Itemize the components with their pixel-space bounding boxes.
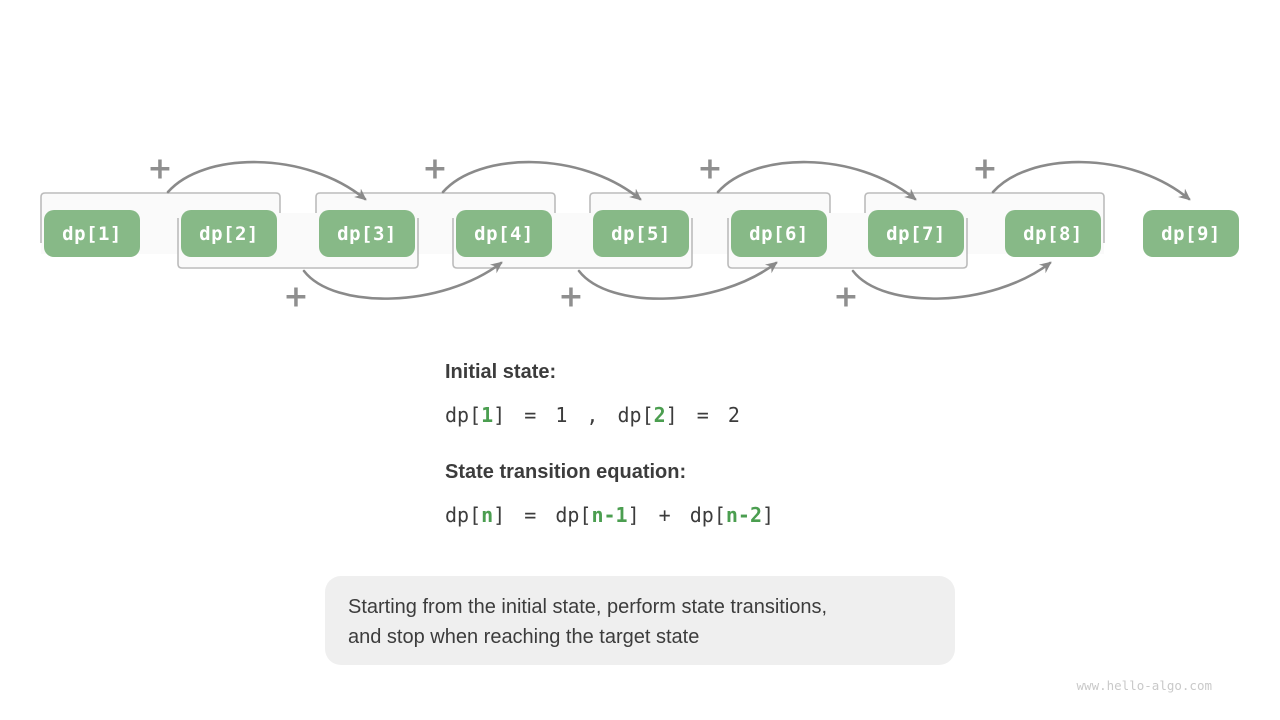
plus-icon: + [283,280,308,315]
dp-box-3: dp[3] [319,210,415,257]
plus-icon: + [558,280,583,315]
plus-icon: + [422,152,447,187]
dp-box-rect [1143,210,1239,257]
transition-arrow-to-dp5 [441,160,642,201]
note-line-2: and stop when reaching the target state [348,625,700,648]
transition-arrow-to-dp3 [166,160,367,201]
bracket-outline [177,218,419,269]
initial-state-heading: Initial state: [445,361,557,383]
state-transition-equation: dp[n] = dp[n-1] + dp[n-2] [445,502,774,528]
dp-box-label: dp[5] [611,223,671,245]
eq-green-text: n [481,503,494,527]
dp-box-rect [319,210,415,257]
eq-text: dp[ [445,403,482,427]
dp-box-1: dp[1] [44,210,140,257]
dp-box-rect [456,210,552,257]
dp-box-label: dp[2] [199,223,259,245]
dp-box-2: dp[2] [181,210,277,257]
eq-text: dp[ [445,503,482,527]
dp-box-label: dp[3] [337,223,397,245]
dp-box-7: dp[7] [868,210,964,257]
transition-arrow-to-dp9 [991,160,1191,201]
plus-icon: + [697,152,722,187]
dp-box-rect [44,210,140,257]
dp-box-rect [1005,210,1101,257]
bracket-outline [864,192,1105,243]
bracket-outline [727,218,968,269]
dp-box-label: dp[4] [474,223,534,245]
dp-box-rect [593,210,689,257]
eq-green-text: 2 [653,403,666,427]
dp-box-rect [181,210,277,257]
dp-box-8: dp[8] [1005,210,1101,257]
eq-green-text: 1 [481,403,494,427]
dp-box-6: dp[6] [731,210,827,257]
bracket-outline [315,192,556,243]
plus-icon: + [833,280,858,315]
plus-icon: + [147,152,172,187]
dp-box-4: dp[4] [456,210,552,257]
dp-transition-diagram: + + + + + + + dp[1] dp[2] dp[3] dp[4] dp… [40,152,1239,315]
bracket-outline [452,218,693,269]
state-transition-heading: State transition equation: [445,461,687,483]
eq-green-text: n-2 [725,503,763,527]
eq-text: ] = 2 [665,403,740,427]
dp-box-rect [731,210,827,257]
dp-box-9: dp[9] [1143,210,1239,257]
note-line-1: Starting from the initial state, perform… [348,596,828,618]
transition-arrow-to-dp6 [577,261,778,300]
dp-box-rect [868,210,964,257]
initial-state-equation: dp[1] = 1 , dp[2] = 2 [445,402,740,428]
dp-box-label: dp[9] [1161,223,1221,245]
eq-text: ] = 1 , dp[ [493,403,654,427]
dp-box-label: dp[7] [886,223,946,245]
note-box: Starting from the initial state, perform… [325,576,955,665]
eq-text: ] = dp[ [493,503,592,527]
bracket-outline [40,192,281,243]
dp-box-label: dp[6] [749,223,809,245]
dp-box-label: dp[1] [62,223,122,245]
eq-green-text: n-1 [591,503,628,527]
transition-arrow-to-dp7 [716,160,917,201]
plus-icon: + [972,152,997,187]
bracket-outline [589,192,831,243]
dp-box-5: dp[5] [593,210,689,257]
transition-arrow-to-dp4 [302,261,503,300]
transition-arrow-to-dp8 [851,261,1052,300]
watermark: www.hello-algo.com [1076,678,1212,693]
eq-text: ] + dp[ [627,503,726,527]
eq-text: ] [762,503,775,527]
dp-box-label: dp[8] [1023,223,1083,245]
